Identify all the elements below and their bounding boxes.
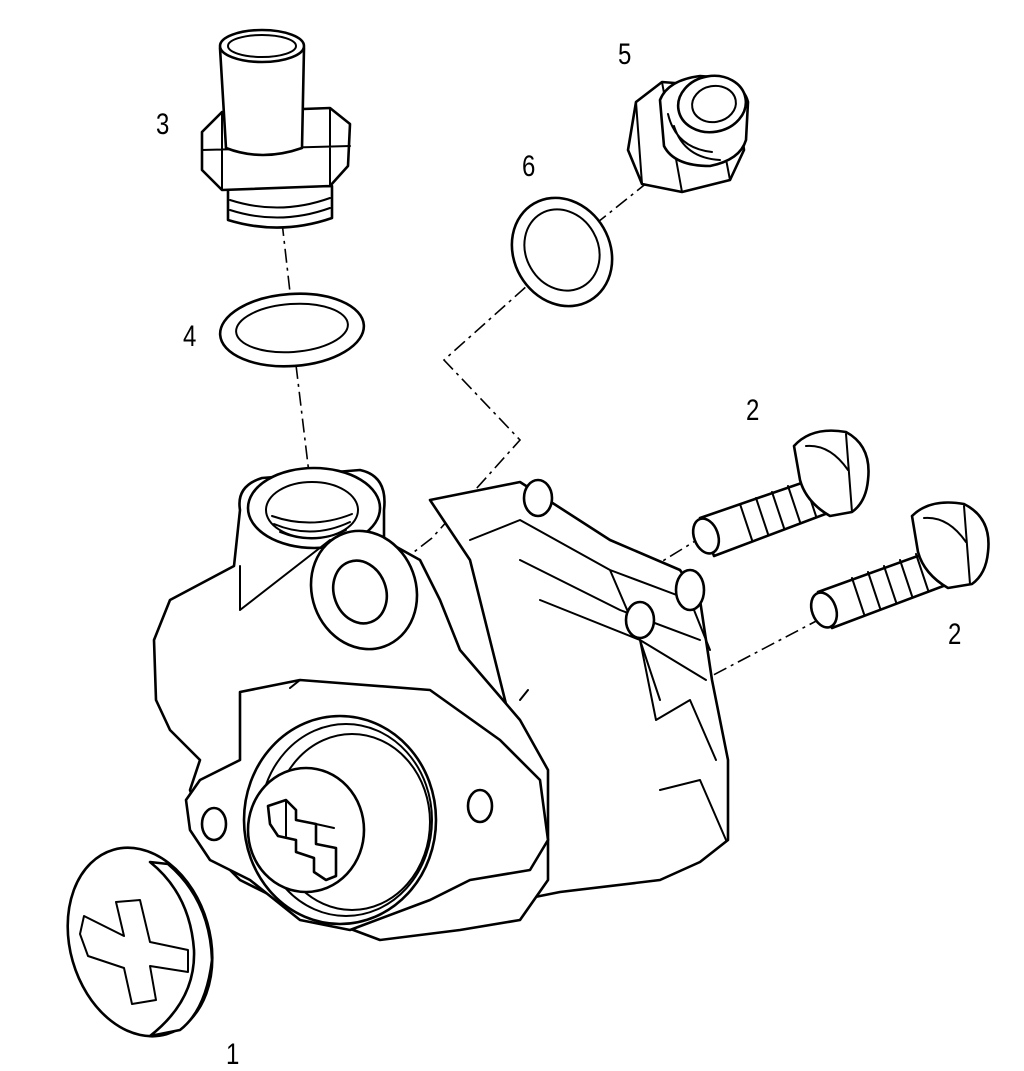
plug-fitting-part: [626, 74, 750, 194]
center-line-washer-4: [295, 364, 315, 516]
center-line-fitting-3: [281, 221, 297, 346]
center-line-bolt-lower: [699, 617, 823, 683]
pump-body-part: [152, 466, 730, 942]
bolt-lower-part: [809, 501, 990, 630]
washer-4-part: [218, 292, 366, 368]
callout-label-bolt-lower: 2: [948, 618, 962, 651]
callout-label-hose-fitting: 3: [156, 108, 170, 141]
callout-label-bolt-upper: 2: [746, 394, 760, 427]
hose-fitting-part: [200, 28, 352, 229]
callout-label-fitting-washer: 4: [183, 320, 197, 353]
washer-6-part: [510, 196, 614, 308]
callout-label-pump: 1: [226, 1038, 240, 1071]
cover-disk-part: [66, 846, 214, 1038]
bolt-upper-part: [691, 429, 870, 558]
callout-label-plug-fitting: 5: [618, 38, 632, 71]
callout-label-plug-washer: 6: [522, 150, 536, 183]
